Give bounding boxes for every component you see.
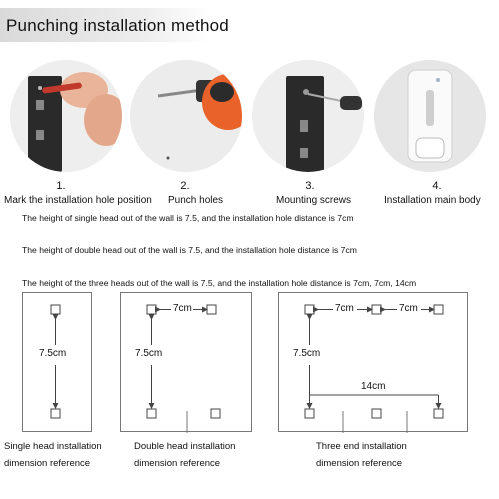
marking-hand-icon	[10, 60, 122, 172]
step-3-label: Mounting screws	[276, 195, 352, 206]
step-1-number: 1.	[56, 180, 66, 192]
spec-single: The height of single head out of the wal…	[22, 213, 354, 223]
triple-spacing-2-label: 7cm	[399, 303, 418, 314]
single-head-diagram: 7.5cm	[22, 292, 92, 432]
triple-total-label: 14cm	[361, 381, 386, 392]
single-caption: Single head installation dimension refer…	[4, 438, 102, 472]
double-caption: Double head installation dimension refer…	[134, 438, 235, 472]
step-1-label: Mark the installation hole position	[4, 195, 152, 206]
double-caption-line1: Double head installation	[134, 441, 236, 452]
step-2-photo	[130, 60, 242, 172]
spec-double: The height of double head out of the wal…	[22, 245, 357, 255]
page-title: Punching installation method	[6, 16, 229, 35]
step-2-label: Punch holes	[168, 195, 224, 206]
single-caption-line2: dimension reference	[4, 458, 91, 469]
hole-marker	[50, 408, 61, 419]
dispenser-icon	[374, 60, 486, 172]
step-3-photo	[252, 60, 364, 172]
step-3-number: 3.	[305, 180, 315, 192]
step-4-photo	[374, 60, 486, 172]
triple-caption-line1: Three end installation	[316, 441, 407, 452]
spec-triple: The height of the three heads out of the…	[22, 278, 417, 288]
single-caption-line1: Single head installation	[4, 441, 102, 452]
triple-spacing-1-label: 7cm	[335, 303, 354, 314]
title-banner	[0, 8, 210, 42]
double-height-label: 7.5cm	[135, 348, 163, 359]
hole-marker	[50, 304, 61, 315]
single-height-label: 7.5cm	[39, 348, 67, 359]
drill-icon	[130, 60, 242, 172]
step-1-photo	[10, 60, 122, 172]
double-spacing-label: 7cm	[173, 303, 192, 314]
three-head-diagram: 7cm 7cm 7.5cm 14cm	[278, 292, 468, 433]
double-caption-line2: dimension reference	[134, 458, 221, 469]
step-4-number: 4.	[432, 180, 442, 192]
screwdriver-icon	[252, 60, 364, 172]
step-2-number: 2.	[180, 180, 190, 192]
double-head-diagram: 7cm 7.5cm	[120, 292, 252, 433]
triple-height-label: 7.5cm	[293, 348, 321, 359]
triple-caption: Three end installation dimension referen…	[316, 438, 407, 472]
triple-caption-line2: dimension reference	[316, 458, 403, 469]
step-4-label: Installation main body	[384, 195, 481, 206]
